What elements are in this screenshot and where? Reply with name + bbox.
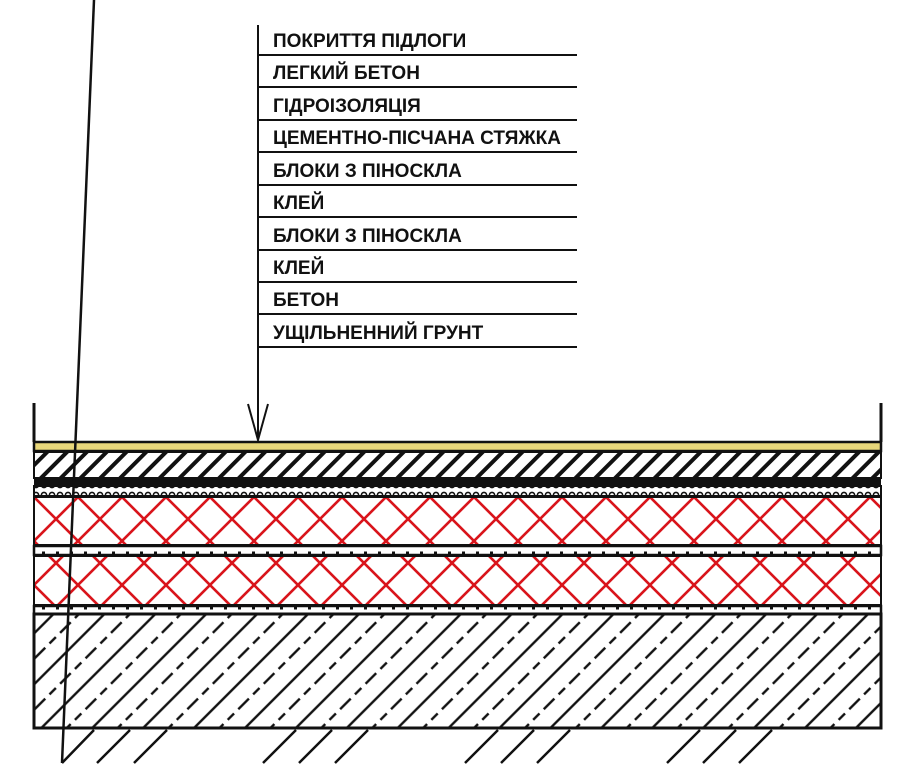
layer-label: ЛЕГКИЙ БЕТОН (273, 62, 420, 84)
layer-label: ЦЕМЕНТНО-ПІСЧАНА СТЯЖКА (273, 128, 561, 149)
layer-label: БЕТОН (273, 290, 339, 311)
label-row: БЛОКИ З ПІНОСКЛА (258, 226, 577, 251)
layer-label: ГІДРОІЗОЛЯЦІЯ (273, 96, 421, 117)
layer-labels: ПОКРИТТЯ ПІДЛОГИ ЛЕГКИЙ БЕТОН ГІДРОІЗОЛЯ… (258, 31, 577, 348)
layer-foam-glass-1 (33, 496, 882, 546)
layer-floor-covering (32, 440, 883, 453)
layer-label: КЛЕЙ (273, 192, 324, 214)
label-row: БЛОКИ З ПІНОСКЛА (258, 161, 577, 186)
layer-light-concrete (33, 451, 882, 479)
compacted-soil-hatch (60, 0, 773, 764)
layer-waterproofing (34, 478, 881, 486)
label-row: БЕТОН (258, 290, 577, 315)
layer-screed (33, 485, 882, 497)
layers (32, 403, 883, 730)
layer-label: БЛОКИ З ПІНОСКЛА (273, 226, 462, 247)
label-row: КЛЕЙ (258, 192, 577, 218)
layer-label: ПОКРИТТЯ ПІДЛОГИ (273, 31, 466, 52)
label-row: ЛЕГКИЙ БЕТОН (258, 62, 577, 88)
label-row: УЩІЛЬНЕННИЙ ГРУНТ (258, 322, 577, 348)
layer-foam-glass-2 (33, 555, 882, 606)
layer-label: БЛОКИ З ПІНОСКЛА (273, 161, 462, 182)
layer-concrete (32, 612, 883, 730)
leader-arrow (247, 25, 269, 444)
label-row: ЦЕМЕНТНО-ПІСЧАНА СТЯЖКА (258, 128, 577, 153)
label-row: ГІДРОІЗОЛЯЦІЯ (258, 96, 577, 121)
layer-label: УЩІЛЬНЕННИЙ ГРУНТ (273, 322, 484, 344)
label-row: КЛЕЙ (258, 257, 577, 283)
layer-glue-1 (32, 544, 883, 557)
layer-label: КЛЕЙ (273, 257, 324, 279)
label-row: ПОКРИТТЯ ПІДЛОГИ (258, 31, 577, 56)
